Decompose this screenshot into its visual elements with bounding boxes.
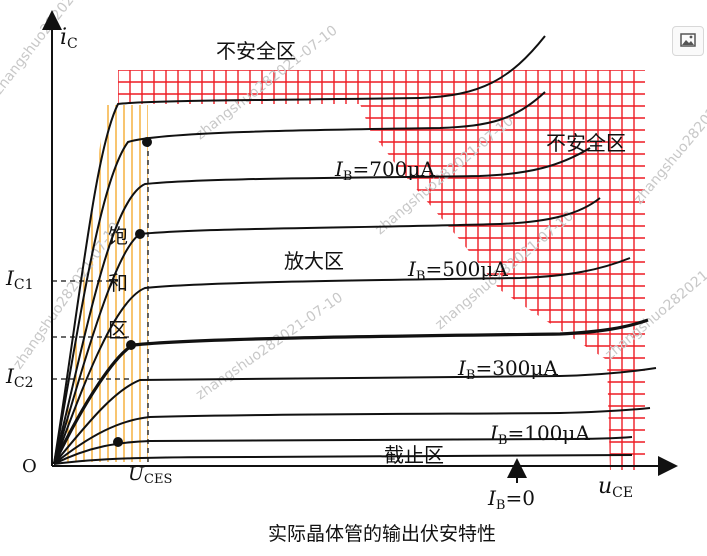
axes (42, 10, 678, 476)
curve-8 (53, 407, 651, 465)
reference-lines (52, 142, 149, 462)
x-axis-label: uCE (598, 474, 633, 501)
saturation-point (142, 137, 152, 147)
curve-2 (53, 91, 546, 465)
curve-label-500ua: IB=500μA (407, 257, 508, 284)
y-axis-label: iC (60, 25, 78, 52)
saturation-region-label-3: 区 (108, 318, 128, 342)
curve-700ua (53, 147, 591, 465)
curve-label-300ua: IB=300μA (457, 356, 558, 383)
figure-caption: 实际晶体管的输出伏安特性 (268, 523, 496, 545)
characteristic-curves (52, 35, 657, 465)
curve-label-ib-zero: IB=0 (487, 486, 535, 513)
ic2-label: IC2 (5, 364, 34, 391)
saturation-point (126, 340, 136, 350)
watermark-text: zhangshuo282021-07-10 (631, 63, 707, 208)
saturation-region-label-2: 和 (108, 271, 128, 295)
curve-label-700ua: IB=700μA (334, 157, 435, 184)
unsafe-region-label-right: 不安全区 (546, 131, 626, 155)
curve-500ua (53, 257, 631, 465)
image-icon-glyph (680, 33, 696, 47)
curve-label-100ua: IB=100μA (489, 421, 590, 448)
saturation-points (113, 137, 152, 447)
curve-4 (53, 197, 601, 465)
saturation-point (113, 437, 123, 447)
origin-label: O (22, 456, 37, 477)
unsafe-region-label: 不安全区 (216, 39, 296, 63)
amplify-region-label: 放大区 (284, 249, 344, 273)
curve-ib-zero (53, 454, 633, 465)
watermark-text: zhangshuo282021-07-10 (193, 290, 346, 404)
saturation-point (135, 229, 145, 239)
uces-label: UCES (128, 463, 172, 487)
curve-top (53, 35, 546, 465)
curve-6 (52, 318, 649, 465)
watermark-text: zhangshuo282021-07-10 (602, 238, 707, 363)
watermark-text: zhangshuo282021-07-10 (0, 0, 111, 97)
cutoff-region-label: 截止区 (384, 443, 444, 467)
saturation-region-label-1: 饱 (108, 224, 128, 248)
curve-300ua (53, 367, 657, 465)
ic1-label: IC1 (5, 266, 34, 293)
image-icon[interactable] (672, 26, 704, 56)
